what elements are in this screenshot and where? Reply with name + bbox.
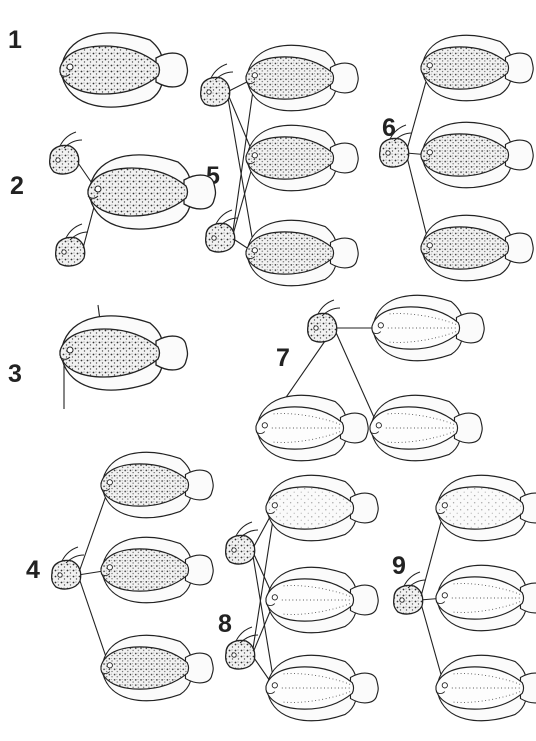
fish-6-3	[421, 215, 533, 280]
parent-head-5-2	[206, 210, 238, 252]
tail-fin	[350, 585, 378, 615]
fish-7-3	[370, 395, 482, 460]
fish-5-3	[246, 220, 358, 285]
panel-label-9: 9	[392, 552, 406, 580]
parent-head-8-1	[226, 522, 258, 564]
fish-eye	[67, 347, 73, 353]
fish-eye	[427, 150, 432, 155]
panel-label-8: 8	[218, 610, 232, 638]
fish-eye	[252, 153, 257, 158]
fish-3-1	[60, 316, 188, 390]
fish-eye	[442, 593, 447, 598]
fish-eye	[272, 503, 277, 508]
fish-7-2	[256, 395, 368, 460]
tail-fin	[156, 336, 188, 370]
tail-fin	[505, 53, 533, 83]
fish-5-1	[246, 45, 358, 110]
panel-label-6: 6	[382, 114, 396, 142]
tail-fin	[350, 673, 378, 703]
fish-2-1	[88, 155, 216, 229]
parent-head-2-1	[50, 132, 82, 174]
fish-9-1	[436, 475, 536, 540]
fish-9-3	[436, 655, 536, 720]
fish-8-1	[266, 475, 378, 540]
fish-eye	[262, 423, 267, 428]
parent-head-4-1	[52, 547, 84, 589]
parent-head-7-1	[308, 300, 340, 342]
fish-eye	[378, 323, 383, 328]
tail-fin	[185, 555, 213, 585]
tail-fin	[456, 313, 484, 343]
fish-8-3	[266, 655, 378, 720]
panel-label-1: 1	[8, 26, 22, 54]
fish-eye	[252, 248, 257, 253]
panel-label-2: 2	[10, 172, 24, 200]
tail-fin	[330, 238, 358, 268]
tail-fin	[330, 143, 358, 173]
tail-fin	[454, 413, 482, 443]
tail-fin	[184, 175, 216, 209]
fish-eye	[272, 595, 277, 600]
fish-6-1	[421, 35, 533, 100]
fish-9-2	[436, 565, 536, 630]
panel-label-4: 4	[26, 556, 40, 584]
fish-eye	[107, 480, 112, 485]
panel-label-3: 3	[8, 360, 22, 388]
tail-fin	[185, 470, 213, 500]
tail-fin	[330, 63, 358, 93]
fish-eye	[107, 663, 112, 668]
fish-eye	[442, 503, 447, 508]
parent-head-2-2	[56, 224, 88, 266]
tail-fin	[185, 653, 213, 683]
fish-4-1	[101, 452, 213, 517]
fish-eye	[95, 186, 101, 192]
fish-8-2	[266, 567, 378, 632]
fish-eye	[427, 63, 432, 68]
tail-fin	[505, 140, 533, 170]
tail-fin	[505, 233, 533, 263]
lineage-line-8-1-3	[252, 550, 275, 688]
fish-5-2	[246, 125, 358, 190]
fish-eye	[67, 64, 73, 70]
panel-label-7: 7	[276, 344, 290, 372]
fish-7-1	[372, 295, 484, 360]
tail-fin	[350, 493, 378, 523]
fish-eye	[252, 73, 257, 78]
fish-eye	[272, 683, 277, 688]
fish-eye	[107, 565, 112, 570]
tail-fin	[340, 413, 368, 443]
fish-4-2	[101, 537, 213, 602]
lineage-line-4-1-3	[78, 575, 110, 668]
fish-eye	[442, 683, 447, 688]
fish-4-3	[101, 635, 213, 700]
fish-6-2	[421, 122, 533, 187]
tail-fin	[156, 53, 188, 87]
fish-eye	[427, 243, 432, 248]
parent-head-5-1	[201, 64, 233, 106]
fish-eye	[376, 423, 381, 428]
fish-1-1	[60, 33, 188, 107]
